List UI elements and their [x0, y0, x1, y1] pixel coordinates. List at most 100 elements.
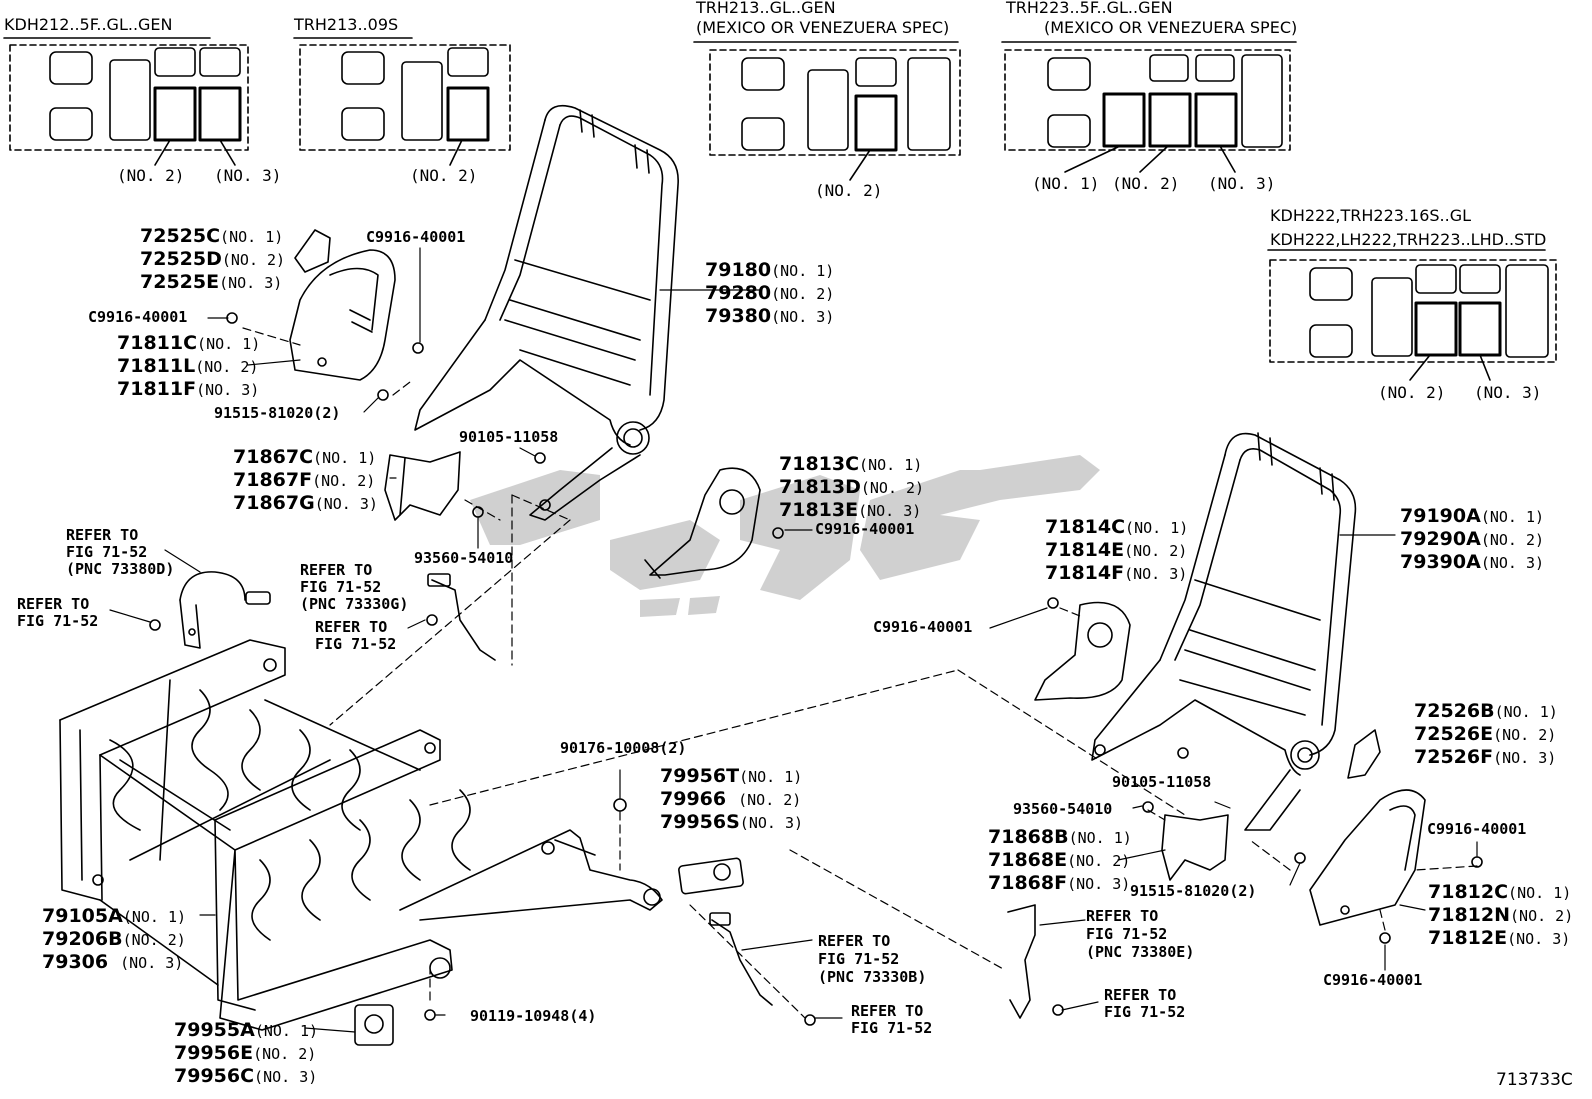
header-code-kdh212: KDH212..5F..GL..GEN	[4, 15, 173, 34]
part-group-71813: 71813C(NO. 1) 71813D(NO. 2) 71813E(NO. 3…	[779, 453, 925, 521]
recliner-cover-71811	[289, 249, 396, 381]
part-number-72526b[interactable]: 72526B	[1414, 700, 1495, 722]
header-code-kdh222-gl: KDH222,TRH223.16S..GL	[1270, 206, 1472, 225]
part-number-71813c[interactable]: 71813C	[779, 453, 860, 475]
cover-71868	[1161, 814, 1229, 881]
layout-key-trh223	[1001, 41, 1297, 173]
part-number-72525c[interactable]: 72525C	[140, 225, 221, 247]
part-number-72526e[interactable]: 72526E	[1414, 723, 1494, 745]
phantom-lines	[242, 327, 1478, 1019]
header-spec-trh223: (MEXICO OR VENEZUERA SPEC)	[1044, 18, 1298, 37]
seat-back-frame-center	[414, 104, 679, 521]
part-number-71868e[interactable]: 71868E	[988, 849, 1068, 871]
belt-73380d	[179, 571, 271, 649]
part-number-71812e[interactable]: 71812E	[1428, 927, 1508, 949]
header-code-trh223-gen: TRH223..5F..GL..GEN	[1006, 0, 1173, 17]
part-number-71867f[interactable]: 71867F	[233, 469, 313, 491]
part-number-79105a[interactable]: 79105A	[42, 905, 123, 927]
part-number-71867g[interactable]: 71867G	[233, 492, 315, 514]
part-number-c9916[interactable]: C9916-40001	[366, 228, 466, 246]
part-number-93560[interactable]: 93560-54010	[1013, 800, 1113, 818]
header-code-kdh222-std: KDH222,LH222,TRH223..LHD..STD	[1270, 230, 1547, 249]
part-number-90105[interactable]: 90105-11058	[1112, 773, 1212, 791]
part-number-c9916[interactable]: C9916-40001	[873, 618, 973, 636]
part-number-71811f[interactable]: 71811F	[117, 378, 197, 400]
part-number-71811c[interactable]: 71811C	[117, 332, 198, 354]
part-number-79956c[interactable]: 79956C	[174, 1065, 255, 1087]
recliner-cover-71812	[1309, 789, 1426, 926]
part-number-c9916[interactable]: C9916-40001	[88, 308, 188, 326]
seat-position-label: (NO. 2)	[1378, 383, 1446, 402]
part-number-91515[interactable]: 91515-81020(2)	[1130, 882, 1257, 900]
part-number-79380[interactable]: 79380	[705, 305, 772, 327]
header-spec-trh213: (MEXICO OR VENEZUERA SPEC)	[696, 18, 950, 37]
part-number-71812n[interactable]: 71812N	[1428, 904, 1511, 926]
part-number-71868b[interactable]: 71868B	[988, 826, 1069, 848]
layout-key-kdh222	[1267, 249, 1557, 381]
part-group-71812: 71812C(NO. 1) 71812N(NO. 2) 71812E(NO. 3…	[1428, 881, 1574, 949]
cap-72525	[294, 229, 331, 273]
part-number-79956e[interactable]: 79956E	[174, 1042, 254, 1064]
trim-79956	[678, 857, 744, 895]
part-number-90176[interactable]: 90176-10008(2)	[560, 739, 687, 757]
seat-position-label: (NO. 3)	[214, 166, 282, 185]
part-number-71814c[interactable]: 71814C	[1045, 516, 1126, 538]
hinge-cover-71813	[644, 467, 761, 579]
seat-position-label: (NO. 2)	[410, 166, 478, 185]
part-number-79280[interactable]: 79280	[705, 282, 772, 304]
part-number-71814f[interactable]: 71814F	[1045, 562, 1125, 584]
part-number-79190a[interactable]: 79190A	[1400, 505, 1481, 527]
part-group-71814: 71814C(NO. 1) 71814E(NO. 2) 71814F(NO. 3…	[1045, 516, 1189, 584]
part-number-79306[interactable]: 79306	[42, 951, 109, 973]
part-group-72525: 72525C(NO. 1) 72525D(NO. 2) 72525E(NO. 3…	[140, 225, 286, 293]
part-number-72526f[interactable]: 72526F	[1414, 746, 1494, 768]
part-number-71812c[interactable]: 71812C	[1428, 881, 1509, 903]
part-number-71867c[interactable]: 71867C	[233, 446, 314, 468]
part-number-91515[interactable]: 91515-81020(2)	[214, 404, 341, 422]
part-number-79290a[interactable]: 79290A	[1400, 528, 1481, 550]
seat-position-label: (NO. 2)	[117, 166, 185, 185]
part-number-c9916[interactable]: C9916-40001	[1427, 820, 1527, 838]
leader-lines	[109, 247, 1478, 1033]
header-code-trh213-gen: TRH213..GL..GEN	[696, 0, 836, 17]
seat-position-label: (NO. 2)	[815, 181, 883, 200]
part-number-79390a[interactable]: 79390A	[1400, 551, 1481, 573]
part-number-79955a[interactable]: 79955A	[174, 1019, 255, 1041]
part-number-c9916[interactable]: C9916-40001	[815, 520, 915, 538]
hinge-cover-71814	[1034, 601, 1131, 701]
cap-72526	[1347, 729, 1381, 779]
part-number-71813d[interactable]: 71813D	[779, 476, 861, 498]
part-number-79956t[interactable]: 79956T	[660, 765, 740, 787]
part-number-79180[interactable]: 79180	[705, 259, 772, 281]
part-number-90119[interactable]: 90119-10948(4)	[470, 1007, 597, 1025]
part-number-71868f[interactable]: 71868F	[988, 872, 1068, 894]
part-number-71811l[interactable]: 71811L	[117, 355, 196, 377]
part-number-71814e[interactable]: 71814E	[1045, 539, 1125, 561]
part-number-79966[interactable]: 79966	[660, 788, 727, 810]
part-number-72525e[interactable]: 72525E	[140, 271, 220, 293]
part-number-93560[interactable]: 93560-54010	[414, 549, 514, 567]
seat-position-label: (NO. 2)	[1112, 174, 1180, 193]
seat-cushion-frame	[59, 639, 663, 1046]
part-number-c9916[interactable]: C9916-40001	[1323, 971, 1423, 989]
part-number-72525d[interactable]: 72525D	[140, 248, 222, 270]
part-number-90105[interactable]: 90105-11058	[459, 428, 559, 446]
belt-73330b	[709, 912, 773, 1006]
part-group-79180: 79180(NO. 1) 79280(NO. 2) 79380(NO. 3)	[705, 259, 835, 327]
part-number-79956s[interactable]: 79956S	[660, 811, 740, 833]
part-number-71813e[interactable]: 71813E	[779, 499, 859, 521]
part-number-79206b[interactable]: 79206B	[42, 928, 123, 950]
cover-71867	[384, 451, 461, 521]
part-group-79105a: 79105A(NO. 1) 79206B(NO. 2) 79306(NO. 3)	[42, 905, 187, 973]
bolts	[149, 312, 1483, 1026]
part-group-79956t: 79956T(NO. 1) 79966(NO. 2) 79956S(NO. 3)	[660, 765, 804, 833]
